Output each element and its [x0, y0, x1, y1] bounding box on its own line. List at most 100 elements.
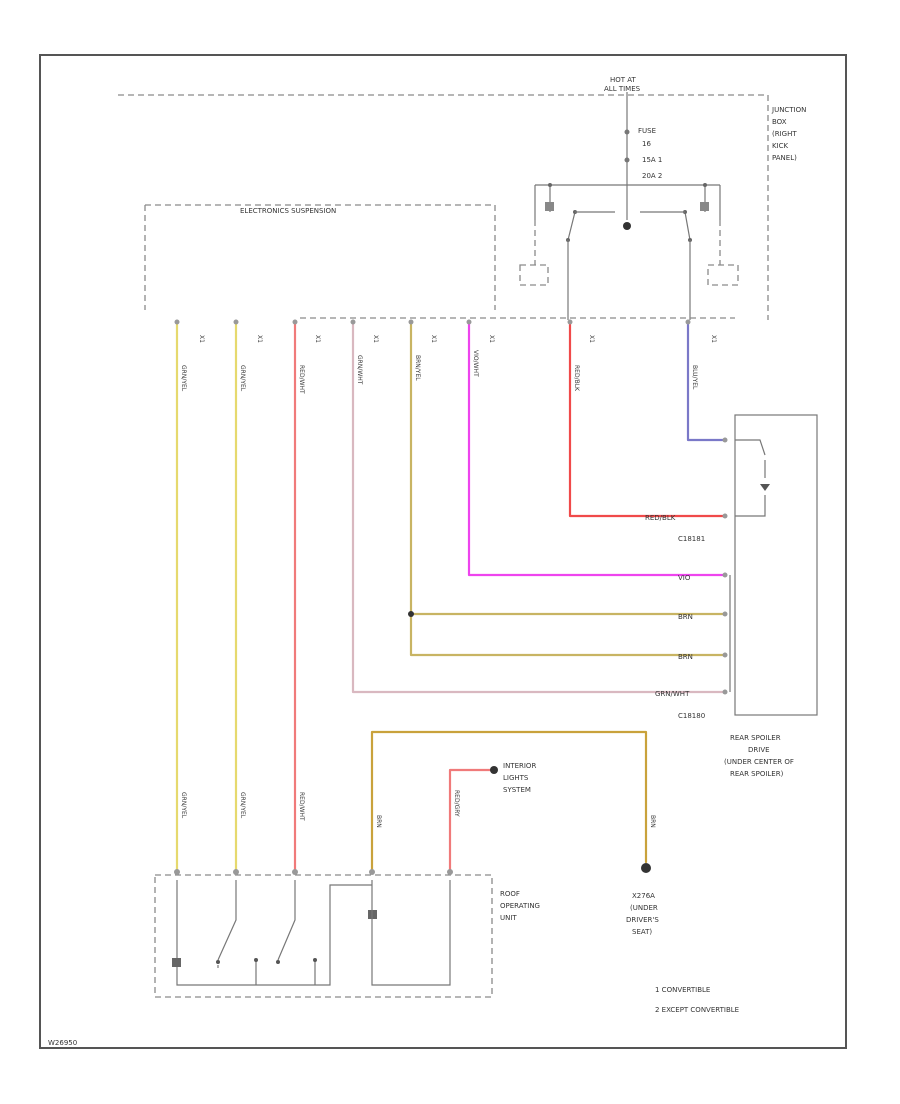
spoiler-connector-bottom: C18180 — [678, 712, 705, 720]
wire-gold — [370, 730, 648, 874]
fuse-rating-2: 20A 2 — [642, 172, 662, 180]
pin-label-6: X1 — [488, 335, 495, 343]
roof-pin — [233, 869, 239, 875]
interior-lights-label-1: INTERIOR — [503, 762, 536, 770]
pin-label-2: X1 — [256, 335, 263, 343]
spoiler-pin — [722, 689, 728, 695]
wire-5 — [409, 320, 727, 657]
roof-unit-switches — [217, 880, 296, 961]
relay-switch-arms — [567, 211, 691, 241]
spoiler-wire-label-4: BRN — [678, 653, 693, 661]
relay-coil-right — [707, 264, 739, 286]
switch-node — [313, 958, 317, 962]
fuse-label: FUSE — [638, 127, 656, 135]
switch-node — [276, 960, 280, 964]
relay-node — [703, 183, 707, 187]
relay-legs — [534, 185, 721, 220]
rear-spoiler-label-4: REAR SPOILER) — [730, 770, 784, 778]
roof-unit-label-2: OPERATING — [500, 902, 540, 910]
spoiler-pin — [722, 611, 728, 617]
hot-at-label: HOT AT — [610, 76, 637, 84]
pin-dot — [292, 319, 298, 325]
roof-pin — [174, 869, 180, 875]
switch-node — [216, 960, 220, 964]
spoiler-pin — [722, 652, 728, 658]
rear-spoiler-label-1: REAR SPOILER — [730, 734, 781, 742]
wire-label-10: GRN/YEL — [239, 792, 246, 819]
wire-label-12: BRN — [375, 815, 382, 828]
wire-label-1: GRN/YEL — [180, 365, 187, 392]
spoiler-pin — [722, 437, 728, 443]
roof-unit-label-1: ROOF — [500, 890, 520, 898]
roof-operating-unit: ROOF OPERATING UNIT — [154, 869, 540, 998]
roof-pin — [447, 869, 453, 875]
wire-6 — [467, 320, 727, 577]
relay-coil-left — [519, 264, 549, 286]
wire-label-14: BRN — [649, 815, 656, 828]
roof-pin — [292, 869, 298, 875]
all-times-label: ALL TIMES — [604, 85, 641, 93]
spoiler-wire-label-2: VIO — [678, 574, 691, 582]
fuse-rating-1: 15A 1 — [642, 156, 662, 164]
roof-unit-lamp-circuit — [371, 880, 451, 986]
junction-box-name-5: PANEL) — [772, 154, 797, 162]
splice-dot — [408, 611, 414, 617]
junction-box-name-4: KICK — [772, 142, 789, 150]
ground-label-3: DRIVER'S — [626, 916, 659, 924]
pin-dot — [408, 319, 414, 325]
roof-unit-outline — [154, 874, 493, 998]
pin-label-3: X1 — [314, 335, 321, 343]
relay-contact-left — [545, 202, 554, 211]
spoiler-pin — [722, 513, 728, 519]
pin-dot — [233, 319, 239, 325]
roof-pin — [369, 869, 375, 875]
wire-4 — [351, 320, 727, 694]
wire-label-13: RED/GRY — [453, 790, 460, 817]
spoiler-motor-switch — [735, 439, 766, 517]
junction-box-name-2: BOX — [772, 118, 787, 126]
pin-label-7: X1 — [588, 335, 595, 343]
spoiler-wire-label-1: RED/BLK — [645, 514, 676, 522]
wire-label-2: GRN/YEL — [239, 365, 246, 392]
fuse-number: 16 — [642, 140, 651, 148]
ground-point: X276A (UNDER DRIVER'S SEAT) — [626, 863, 659, 936]
relay-ground-dot — [623, 222, 631, 230]
spoiler-pin — [722, 572, 728, 578]
spoiler-connector-top: C18181 — [678, 535, 705, 543]
electronics-module-outline — [145, 204, 496, 310]
roof-unit-ground — [172, 958, 181, 967]
wire-label-4: GRN/WHT — [356, 355, 363, 385]
electronics-module: ELECTRONICS SUSPENSION — [144, 204, 735, 319]
spoiler-motor-icon — [760, 484, 770, 491]
note-2: 2 EXCEPT CONVERTIBLE — [655, 1006, 739, 1014]
junction-box-name-1: JUNCTION — [771, 106, 806, 114]
pin-dot — [466, 319, 472, 325]
pin-dot — [685, 319, 691, 325]
wire-label-9: GRN/YEL — [180, 792, 187, 819]
junction-box-name-3: (RIGHT — [772, 130, 797, 138]
interior-lights-terminal — [490, 766, 498, 774]
pin-dot — [350, 319, 356, 325]
pin-label-5: X1 — [430, 335, 437, 343]
wires — [175, 320, 727, 874]
wire-label-3: RED/WHT — [298, 365, 305, 394]
pin-dot — [174, 319, 180, 325]
wire-8 — [686, 320, 727, 442]
interior-lights-label-2: LIGHTS — [503, 774, 529, 782]
relay-coil-links — [534, 220, 721, 265]
rear-spoiler-drive: RED/BLK VIO BRN BRN GRN/WHT C18181 C1818… — [645, 414, 818, 778]
note-1: 1 CONVERTIBLE — [655, 986, 710, 994]
diagram-id: W26950 — [48, 1039, 77, 1047]
interior-lights-label-3: SYSTEM — [503, 786, 531, 794]
fuse-symbol-2 — [624, 157, 630, 163]
pin-label-1: X1 — [198, 335, 205, 343]
rear-spoiler-label-2: DRIVE — [748, 746, 770, 754]
interior-lights: INTERIOR LIGHTS SYSTEM — [490, 762, 536, 794]
ground-label-4: SEAT) — [632, 928, 652, 936]
ground-terminal — [641, 863, 651, 873]
ground-label-1: X276A — [632, 892, 655, 900]
relay-contact-right — [700, 202, 709, 211]
wire-7 — [568, 320, 727, 518]
